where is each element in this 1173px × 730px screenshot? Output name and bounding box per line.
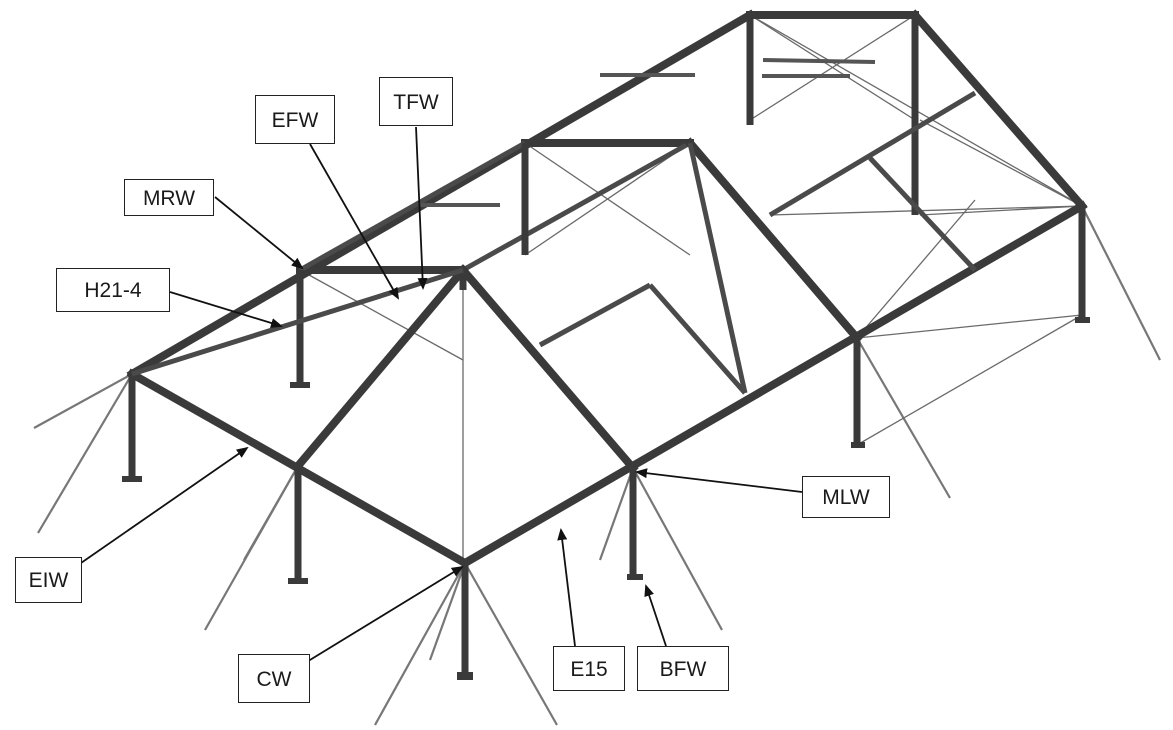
efw-arrow [309, 143, 399, 300]
e15-arrow [557, 528, 576, 647]
label-eiw: EIW [15, 557, 82, 603]
eiw-arrow [80, 446, 249, 564]
callout-arrows [80, 126, 803, 664]
label-efw: EFW [255, 95, 335, 144]
label-bfw: BFW [637, 646, 729, 691]
bfw-arrow [644, 584, 667, 647]
guy-lines [33, 14, 1161, 726]
mrw-arrow [214, 196, 304, 270]
label-mlw: MLW [802, 476, 890, 518]
label-mrw: MRW [124, 179, 214, 216]
tfw-arrow [415, 126, 428, 290]
eave-frame [126, 90, 1088, 569]
h21-arrow [169, 291, 283, 328]
label-tfw: TFW [379, 77, 453, 126]
label-cw: CW [238, 654, 310, 703]
mlw-arrow [635, 468, 803, 493]
frame-legs [122, 15, 1090, 680]
cw-arrow [304, 565, 464, 664]
label-e15: E15 [553, 646, 625, 691]
label-h21: H21-4 [56, 268, 170, 312]
ridge-frame [126, 9, 1088, 380]
